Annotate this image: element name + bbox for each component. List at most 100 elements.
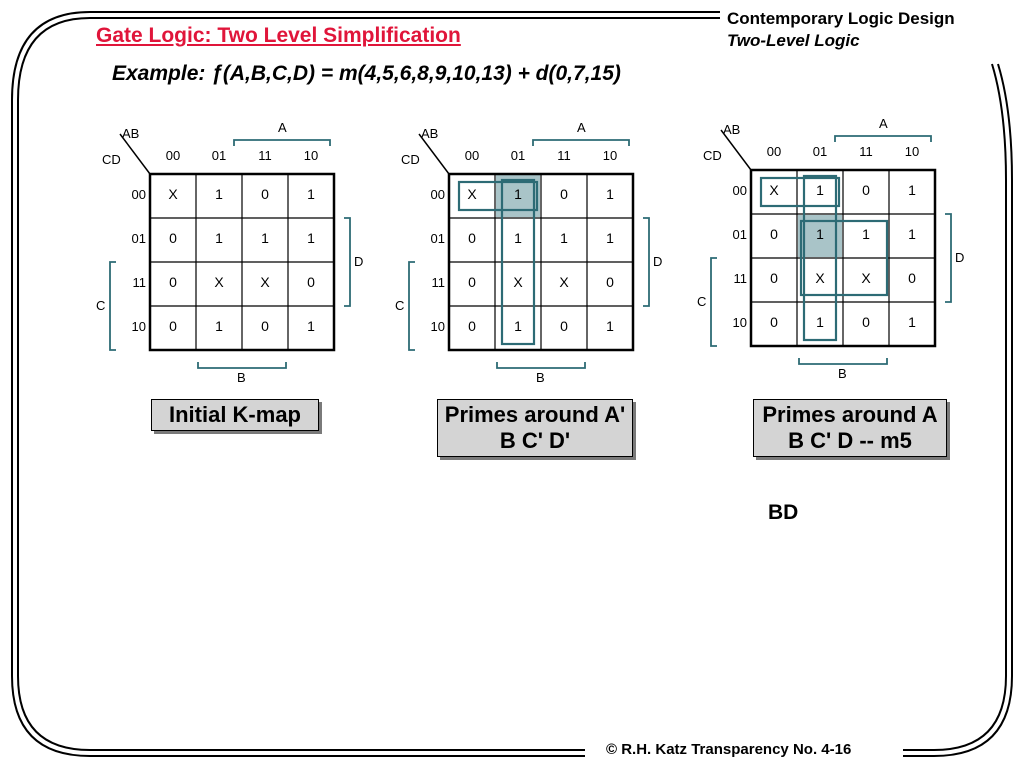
kmap-col-header: 11 — [258, 148, 272, 163]
kmap-cell: 0 — [261, 318, 269, 334]
kmap-row-header: 01 — [732, 227, 747, 242]
kmap-cell: 0 — [169, 274, 177, 290]
kmap-cell: X — [559, 274, 569, 290]
kmap-cell: 1 — [307, 186, 315, 202]
kmap-cell: 0 — [862, 314, 870, 330]
kmap-a-label: A — [577, 120, 586, 135]
kmap-cell: 1 — [816, 182, 824, 198]
example-function: Example: ƒ(A,B,C,D) = m(4,5,6,8,9,10,13)… — [112, 62, 621, 85]
kmap-row-header: 11 — [431, 275, 446, 290]
kmap-cell: 0 — [169, 318, 177, 334]
kmap-cell: 1 — [606, 230, 614, 246]
kmap-d-label: D — [354, 254, 364, 269]
kmap-cell: 0 — [770, 314, 778, 330]
kmap-cell: 1 — [862, 226, 870, 242]
kmap-cell: 1 — [908, 182, 916, 198]
kmap-cell: X — [815, 270, 825, 286]
kmap-row-header: 11 — [733, 271, 748, 286]
kmap-d-label: D — [653, 254, 663, 269]
kmap-cd-label: CD — [102, 152, 121, 167]
kmap-cell: X — [513, 274, 523, 290]
kmap-cell: 0 — [770, 226, 778, 242]
kmap-c-label: C — [96, 298, 106, 313]
kmap-cell: 1 — [606, 318, 614, 334]
kmap-cell: 0 — [560, 318, 568, 334]
caption-primes-m5: Primes around A B C' D -- m5 — [753, 399, 947, 457]
kmap-cell: 0 — [560, 186, 568, 202]
kmap-row-header: 00 — [131, 187, 146, 202]
kmap-ab-label: AB — [421, 126, 439, 141]
kmap-drawing — [710, 129, 952, 365]
kmap-cell: 1 — [261, 230, 269, 246]
kmap-col-header: 11 — [859, 144, 873, 159]
kmap-drawing — [408, 133, 650, 369]
kmap-row-header: 00 — [430, 187, 445, 202]
kmap-cell: 0 — [468, 230, 476, 246]
kmap-col-header: 10 — [303, 148, 319, 163]
kmap-cell: 1 — [307, 318, 315, 334]
kmap-cell: 1 — [816, 226, 824, 242]
kmap-cell: 0 — [606, 274, 614, 290]
kmap-drawing — [109, 133, 351, 369]
kmap-cell: 1 — [215, 318, 223, 334]
kmap-row-header: 11 — [132, 275, 147, 290]
caption-primes-m4: Primes around A' B C' D' — [437, 399, 633, 457]
kmap-cell: 0 — [261, 186, 269, 202]
kmap-cell: 1 — [514, 230, 522, 246]
kmap-ab-label: AB — [723, 122, 741, 137]
kmap-c-label: C — [697, 294, 707, 309]
kmap-b-label: B — [237, 370, 246, 385]
kmap-cell: 0 — [307, 274, 315, 290]
kmap-cell: 0 — [169, 230, 177, 246]
kmap-row-header: 10 — [430, 319, 445, 334]
kmap-col-header: 01 — [211, 148, 227, 163]
caption-initial: Initial K-map — [151, 399, 319, 431]
kmap-b-label: B — [838, 366, 847, 381]
kmap-cell: 0 — [468, 318, 476, 334]
kmap-cell: 1 — [816, 314, 824, 330]
kmap-col-header: 00 — [165, 148, 181, 163]
kmap-cell: X — [861, 270, 871, 286]
kmap-col-header: 01 — [510, 148, 526, 163]
kmap-cell: X — [467, 186, 477, 202]
kmap-row-header: 01 — [430, 231, 445, 246]
kmap-cell: X — [214, 274, 224, 290]
kmap-cell: 1 — [215, 230, 223, 246]
slide-title: Gate Logic: Two Level Simplification — [96, 24, 461, 47]
kmap-cell: 1 — [908, 314, 916, 330]
kmap-ab-label: AB — [122, 126, 140, 141]
kmap-d-label: D — [955, 250, 965, 265]
kmap-cd-label: CD — [401, 152, 420, 167]
kmap-col-header: 11 — [557, 148, 571, 163]
kmap-cell: 1 — [514, 318, 522, 334]
kmap-b-label: B — [536, 370, 545, 385]
footer-credit: © R.H. Katz Transparency No. 4-16 — [606, 741, 852, 758]
course-title: Contemporary Logic Design — [727, 9, 955, 28]
kmap-cell: X — [168, 186, 178, 202]
kmap-row-header: 10 — [131, 319, 146, 334]
kmap-cell: 0 — [770, 270, 778, 286]
kmap-row-header: 10 — [732, 315, 747, 330]
kmap-cd-label: CD — [703, 148, 722, 163]
kmap-cell: 1 — [908, 226, 916, 242]
kmap-col-header: 01 — [812, 144, 828, 159]
kmap-a-label: A — [278, 120, 287, 135]
kmap-a-label: A — [879, 116, 888, 131]
kmap-cell: 0 — [468, 274, 476, 290]
kmap-cell: X — [260, 274, 270, 290]
kmap-row-header: 01 — [131, 231, 146, 246]
kmap-col-header: 00 — [464, 148, 480, 163]
kmap-cell: 1 — [514, 186, 522, 202]
result-term: BD — [768, 501, 799, 524]
chapter-subtitle: Two-Level Logic — [727, 31, 860, 50]
kmap-c-label: C — [395, 298, 405, 313]
kmap-row-header: 00 — [732, 183, 747, 198]
kmap-cell: 1 — [307, 230, 315, 246]
kmap-cell: 0 — [908, 270, 916, 286]
kmap-cell: 1 — [606, 186, 614, 202]
kmap-cell: 1 — [560, 230, 568, 246]
